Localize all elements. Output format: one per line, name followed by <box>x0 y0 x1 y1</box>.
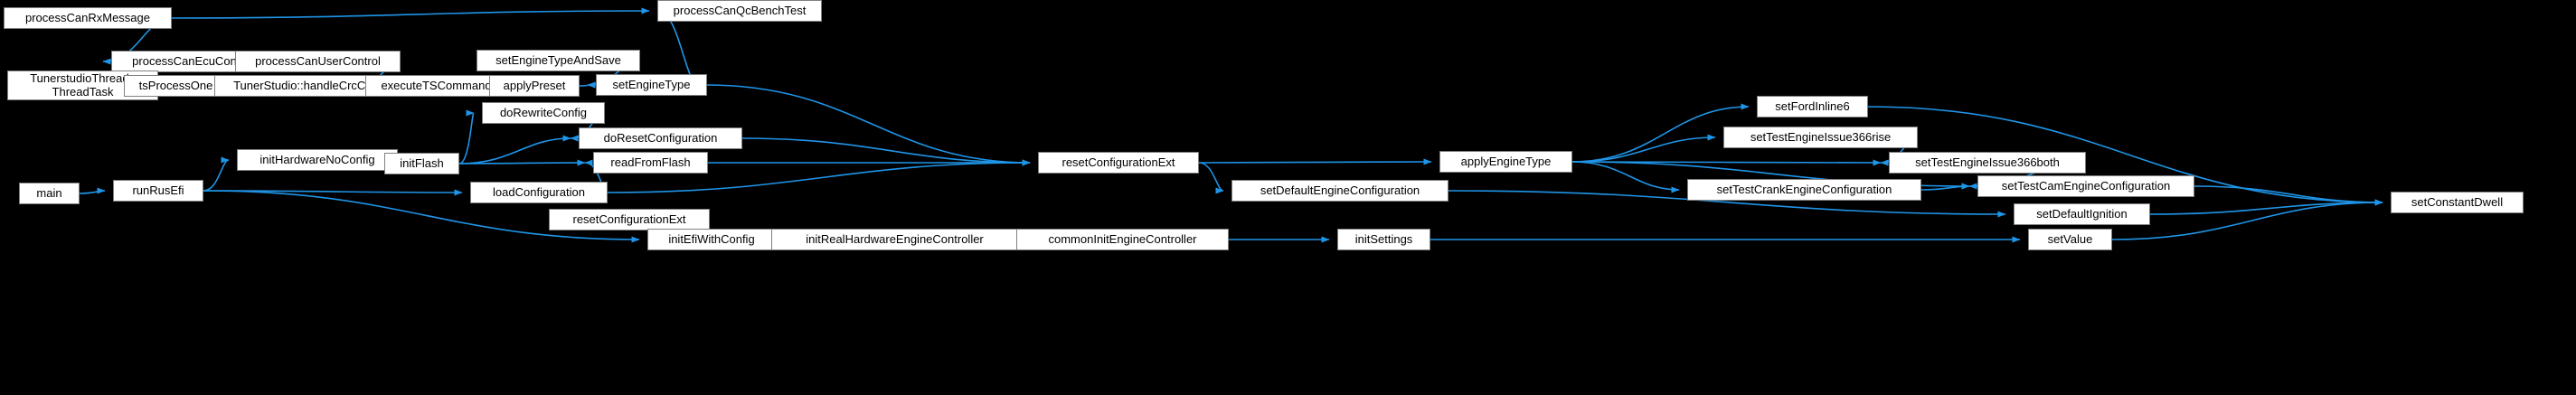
graph-edge-applyEngineType-to-setTestCrankEngineConfiguration <box>1571 161 1680 193</box>
graph-node-setEngineType[interactable]: setEngineType <box>596 74 707 96</box>
graph-edge-resetConfigurationExt-to-applyEngineType <box>1198 158 1432 165</box>
graph-node-setConstantDwell[interactable]: setConstantDwell <box>2391 192 2524 213</box>
graph-node-executeTSCommand[interactable]: executeTSCommand <box>365 75 507 97</box>
graph-node-doResetConfiguration[interactable]: doResetConfiguration <box>579 127 742 149</box>
graph-edge-applyEngineType-to-setFordInline6 <box>1571 103 1750 163</box>
graph-node-applyPreset[interactable]: applyPreset <box>489 75 580 97</box>
graph-node-setEngineTypeAndSave[interactable]: setEngineTypeAndSave <box>477 50 640 71</box>
graph-edge-setEngineType-to-resetConfigurationExt <box>706 84 1031 166</box>
graph-edge-setTestCamEngineConfiguration-to-setConstantDwell <box>2194 185 2383 206</box>
graph-node-setTestCrankEngineConfiguration[interactable]: setTestCrankEngineConfiguration <box>1687 179 1921 201</box>
graph-node-readFromFlash[interactable]: readFromFlash <box>593 152 708 174</box>
graph-node-initRealHardwareEngineController[interactable]: initRealHardwareEngineController <box>771 229 1018 250</box>
graph-edge-runRusEfi-to-loadConfiguration <box>203 189 463 196</box>
graph-edge-setDefaultIgnition-to-setConstantDwell <box>2149 199 2383 215</box>
graph-node-processCanRxMessage[interactable]: processCanRxMessage <box>4 7 172 29</box>
graph-node-runRusEfi[interactable]: runRusEfi <box>113 180 203 202</box>
graph-node-processCanQcBenchTest[interactable]: processCanQcBenchTest <box>657 0 822 22</box>
graph-node-setDefaultEngineConfiguration[interactable]: setDefaultEngineConfiguration <box>1231 180 1448 202</box>
graph-edge-setTestCrankEngineConfiguration-to-setTestCamEngineConfiguration <box>1920 183 1970 191</box>
graph-node-resetConfigurationExt[interactable]: resetConfigurationExt <box>1038 152 1199 174</box>
graph-node-commonInitEngineController[interactable]: commonInitEngineController <box>1016 229 1229 250</box>
graph-node-setDefaultIgnition[interactable]: setDefaultIgnition <box>2014 203 2150 225</box>
graph-node-applyEngineType[interactable]: applyEngineType <box>1439 151 1572 173</box>
graph-node-processCanUserControl[interactable]: processCanUserControl <box>235 51 401 72</box>
graph-node-setTestCamEngineConfiguration[interactable]: setTestCamEngineConfiguration <box>1977 175 2194 197</box>
graph-edge-initFlash-to-readFromFlash <box>458 159 586 166</box>
graph-node-setTestEngineIssue366rise[interactable]: setTestEngineIssue366rise <box>1723 127 1918 148</box>
graph-edge-doResetConfiguration-to-resetConfigurationExt <box>741 137 1031 166</box>
graph-node-initHardwareNoConfig[interactable]: initHardwareNoConfig <box>237 149 398 171</box>
graph-edge-initFlash-to-doResetConfiguration <box>458 135 571 165</box>
graph-edge-applyEngineType-to-setTestEngineIssue366both <box>1571 159 1882 166</box>
graph-node-main[interactable]: main <box>19 183 80 204</box>
graph-edge-runRusEfi-to-initHardwareNoConfig <box>203 156 230 192</box>
graph-edge-applyEngineType-to-setTestEngineIssue366rise <box>1571 134 1716 163</box>
graph-node-initSettings[interactable]: initSettings <box>1337 229 1430 250</box>
graph-node-resetConfigurationExt2[interactable]: resetConfigurationExt <box>549 209 710 230</box>
graph-edge-initFlash-to-doRewriteConfig <box>458 109 475 165</box>
graph-edge-setValue-to-setConstantDwell <box>2111 199 2383 240</box>
graph-edge-applyPreset-to-setEngineType <box>579 81 596 89</box>
graph-node-initEfiWithConfig[interactable]: initEfiWithConfig <box>647 229 776 250</box>
graph-node-setValue[interactable]: setValue <box>2028 229 2112 250</box>
graph-node-initFlash[interactable]: initFlash <box>384 153 459 174</box>
graph-node-setTestEngineIssue366both[interactable]: setTestEngineIssue366both <box>1889 152 2086 174</box>
graph-edge-processCanRxMessage-to-processCanQcBenchTest <box>171 7 650 19</box>
graph-edge-resetConfigurationExt-to-setDefaultEngineConfiguration <box>1198 162 1224 194</box>
graph-edge-main-to-runRusEfi <box>79 187 106 194</box>
graph-node-tsProcessOne[interactable]: tsProcessOne <box>124 75 228 97</box>
graph-node-doRewriteConfig[interactable]: doRewriteConfig <box>482 102 605 124</box>
graph-node-setFordInline6[interactable]: setFordInline6 <box>1757 96 1868 118</box>
graph-node-loadConfiguration[interactable]: loadConfiguration <box>470 182 608 203</box>
